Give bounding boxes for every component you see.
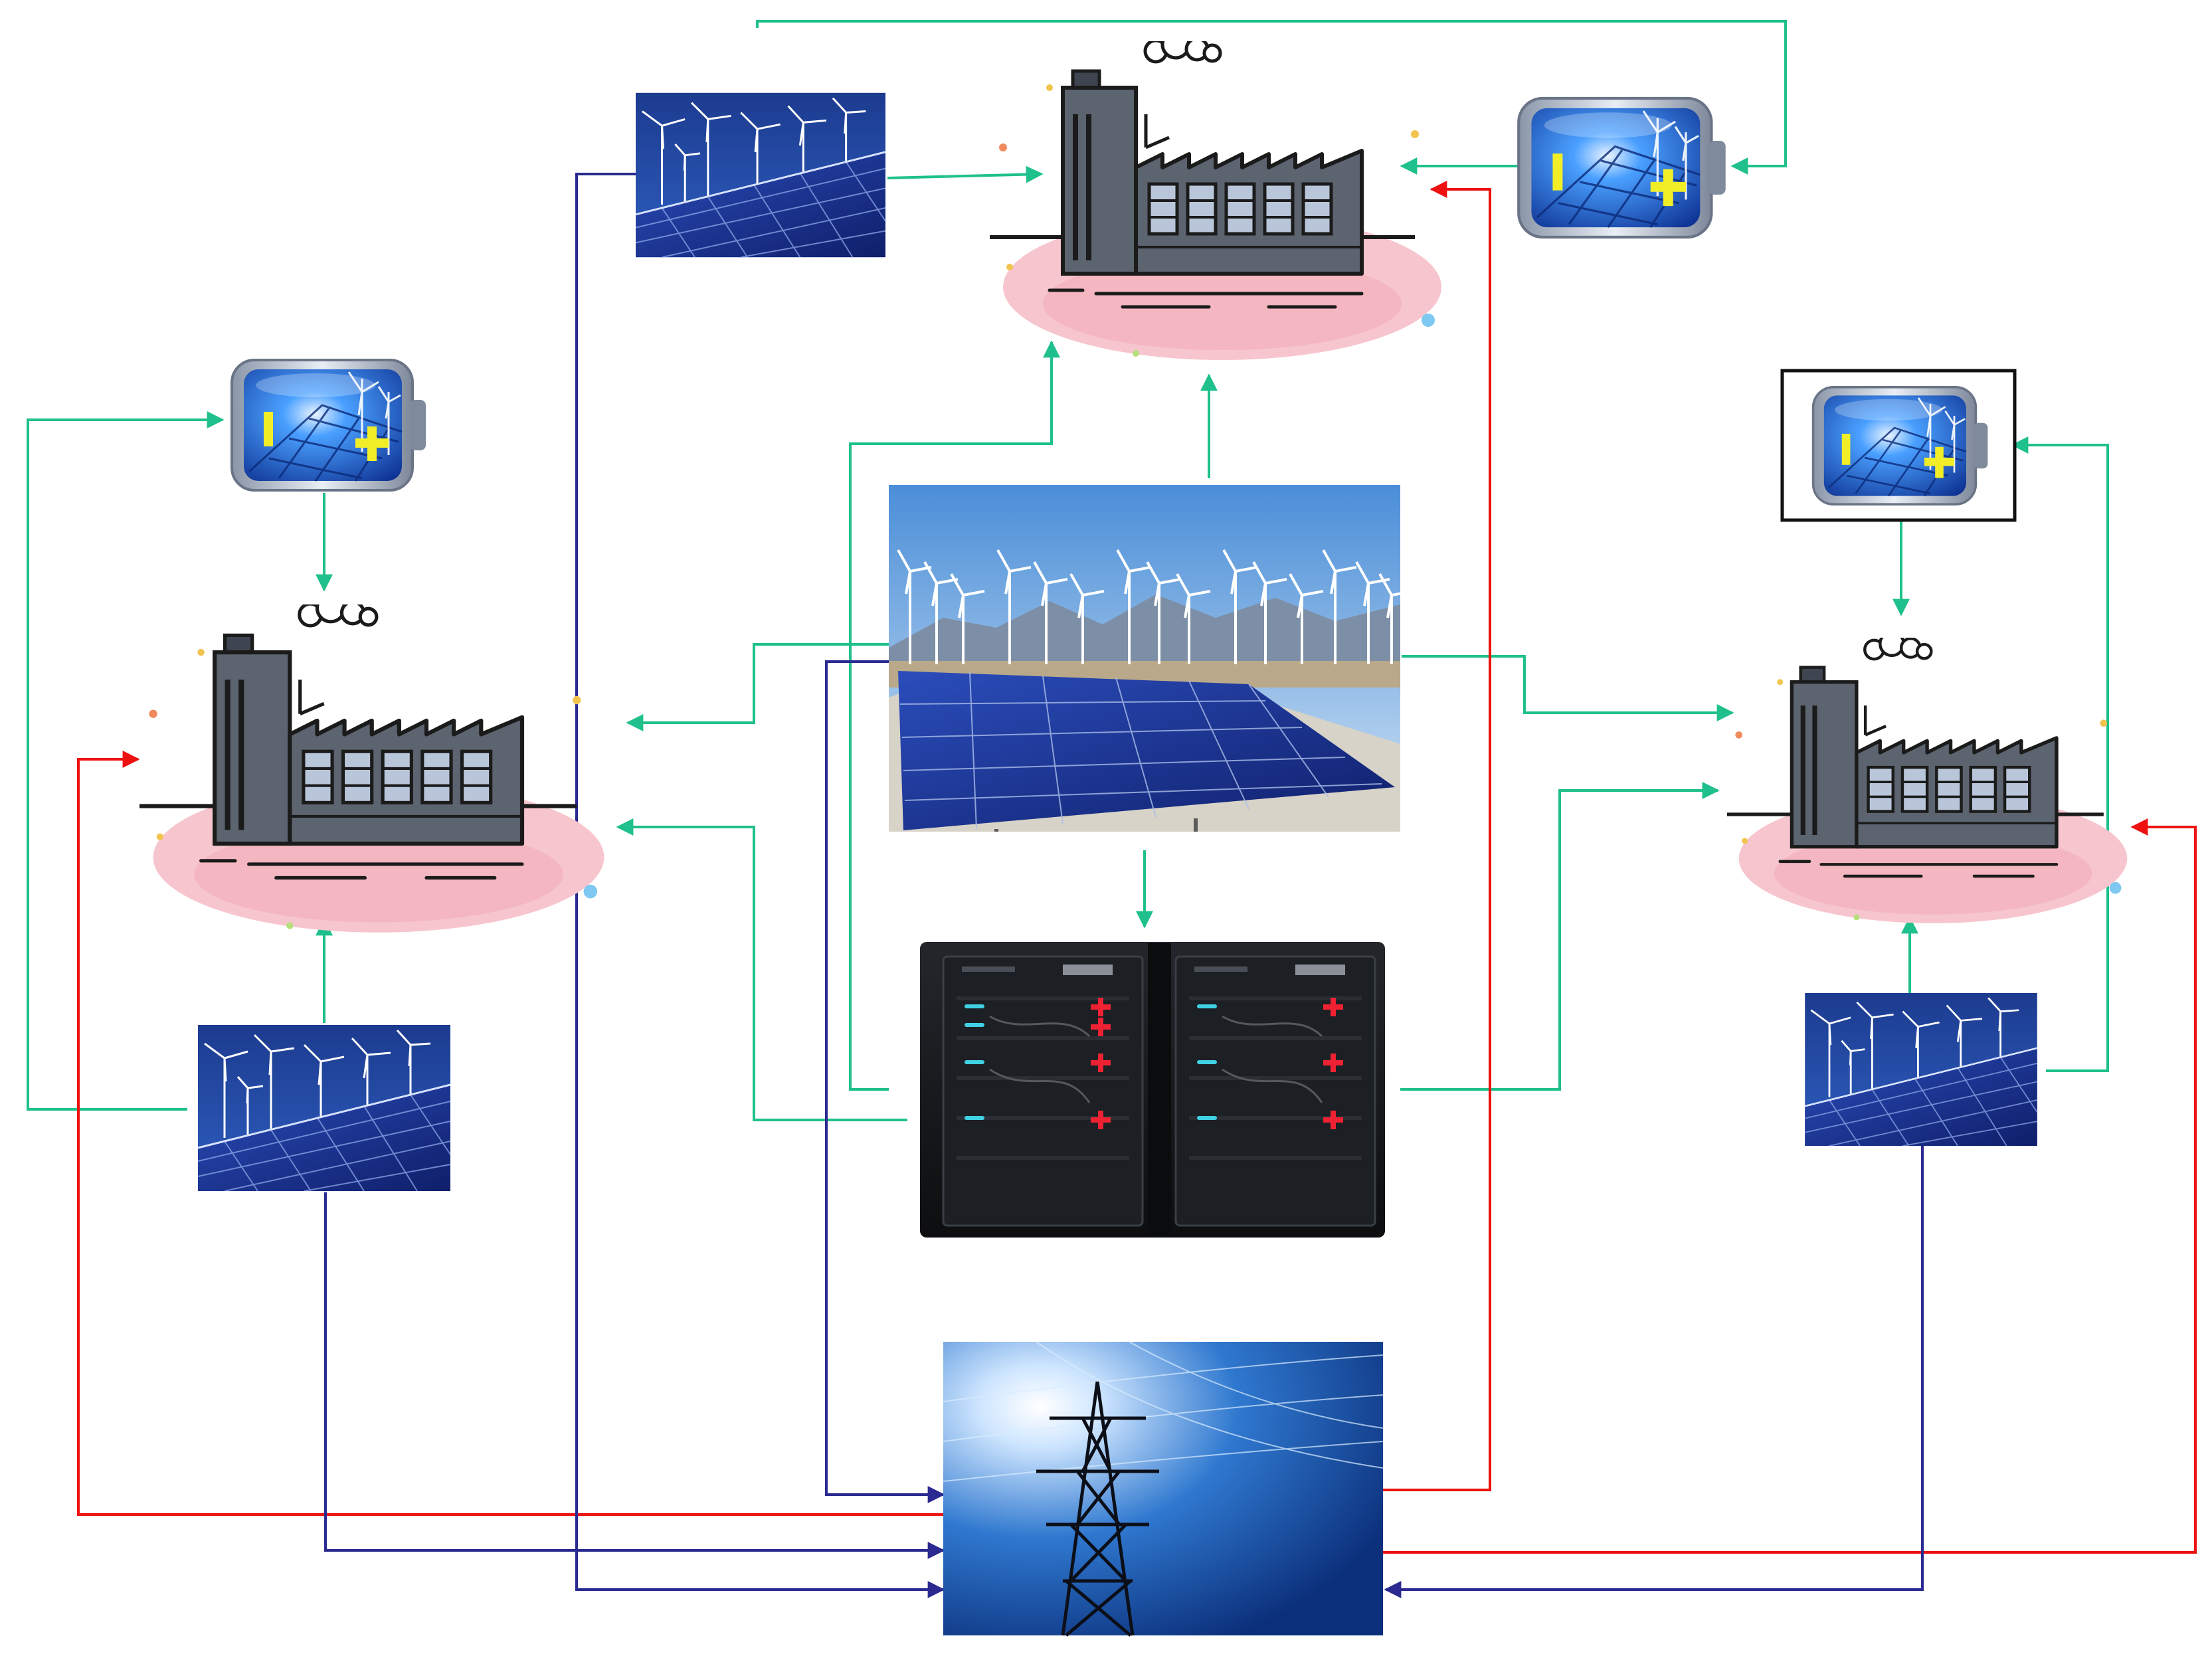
pv-wind-top: [636, 92, 885, 258]
turbine-blades: [1116, 549, 1151, 595]
turbine-blades: [950, 573, 985, 618]
turbine-blades: [1378, 573, 1414, 618]
transmission-tower: [1036, 1381, 1159, 1637]
factory-top: [990, 31, 1441, 360]
pv-wind-right: [1803, 993, 2039, 1146]
central-plant: [889, 485, 1414, 832]
battery-left: [230, 359, 427, 492]
turbine-blades: [1252, 561, 1287, 606]
connector-lines: [27, 20, 2197, 1598]
factory-left: [139, 595, 604, 933]
turbine-blades: [1176, 573, 1211, 618]
power-grid: [943, 1341, 1384, 1637]
storage-cabinet: [920, 942, 1385, 1238]
turbine-blades: [1146, 561, 1181, 606]
turbine-blades: [1289, 573, 1324, 618]
turbine-blades: [1069, 573, 1105, 618]
turbine-blades: [1322, 549, 1357, 595]
factory-right: [1727, 632, 2127, 923]
turbine-blades: [1033, 561, 1068, 606]
battery-right: [1780, 369, 2017, 522]
turbine-blades: [1355, 561, 1390, 606]
pv-wind-left: [197, 1025, 452, 1191]
turbine-blades: [996, 549, 1032, 595]
turbine-blades: [1222, 549, 1257, 595]
battery-top-right: [1519, 98, 1725, 237]
